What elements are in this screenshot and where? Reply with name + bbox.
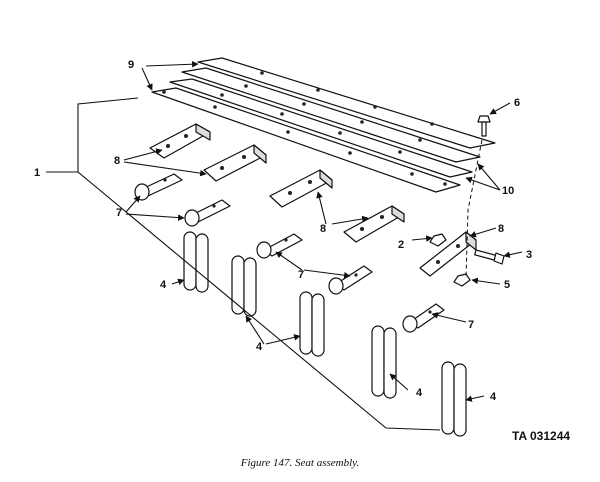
strap-4-d [371, 325, 397, 399]
strap-4-e [441, 361, 467, 437]
bracket-8-center [269, 169, 333, 208]
callout-4-right: 4 [490, 391, 497, 403]
callout-4-left: 4 [160, 279, 167, 291]
callout-10: 10 [502, 185, 514, 197]
hinge-clip-7-a [134, 173, 183, 201]
bracket-8-upper-left [149, 123, 211, 159]
callout-9: 9 [128, 59, 134, 71]
callout-8-left: 8 [114, 155, 120, 167]
bracket-8-lower-center [343, 205, 405, 243]
nut-5 [453, 273, 471, 287]
callout-8-right: 8 [498, 223, 504, 235]
bolt-6 [477, 115, 491, 137]
figure-caption: Figure 147. Seat assembly. [240, 457, 360, 469]
callout-8-center: 8 [320, 223, 326, 235]
seat-slat-4 [151, 87, 461, 193]
seat-slat-1 [197, 57, 496, 149]
strap-4-c [299, 291, 325, 357]
callout-5: 5 [504, 279, 510, 291]
callout-1: 1 [34, 167, 40, 179]
callout-4-center: 4 [256, 341, 263, 353]
callout-6: 6 [514, 97, 520, 109]
hinge-clip-7-d [328, 265, 373, 295]
bolt-3 [474, 249, 505, 265]
callout-7-left: 7 [116, 207, 122, 219]
callout-7-right: 7 [468, 319, 474, 331]
nut-2 [429, 233, 447, 247]
callout-4-right-center: 4 [416, 387, 423, 399]
hinge-clip-7-e [402, 303, 445, 333]
callout-2: 2 [398, 239, 404, 251]
seat-slat-2 [181, 67, 481, 163]
bracket-8-upper-mid [203, 144, 267, 182]
strap-4-b [231, 255, 257, 317]
fastener-center-line [465, 139, 483, 279]
callout-3: 3 [526, 249, 532, 261]
hinge-clip-7-b [184, 199, 231, 227]
seat-slat-3 [169, 78, 473, 178]
strap-4-a [183, 231, 209, 293]
hinge-clip-7-c [256, 233, 303, 259]
callout-leaders [123, 60, 523, 402]
callout-7-center: 7 [298, 269, 304, 281]
ta-reference-code: TA 031244 [512, 429, 570, 443]
